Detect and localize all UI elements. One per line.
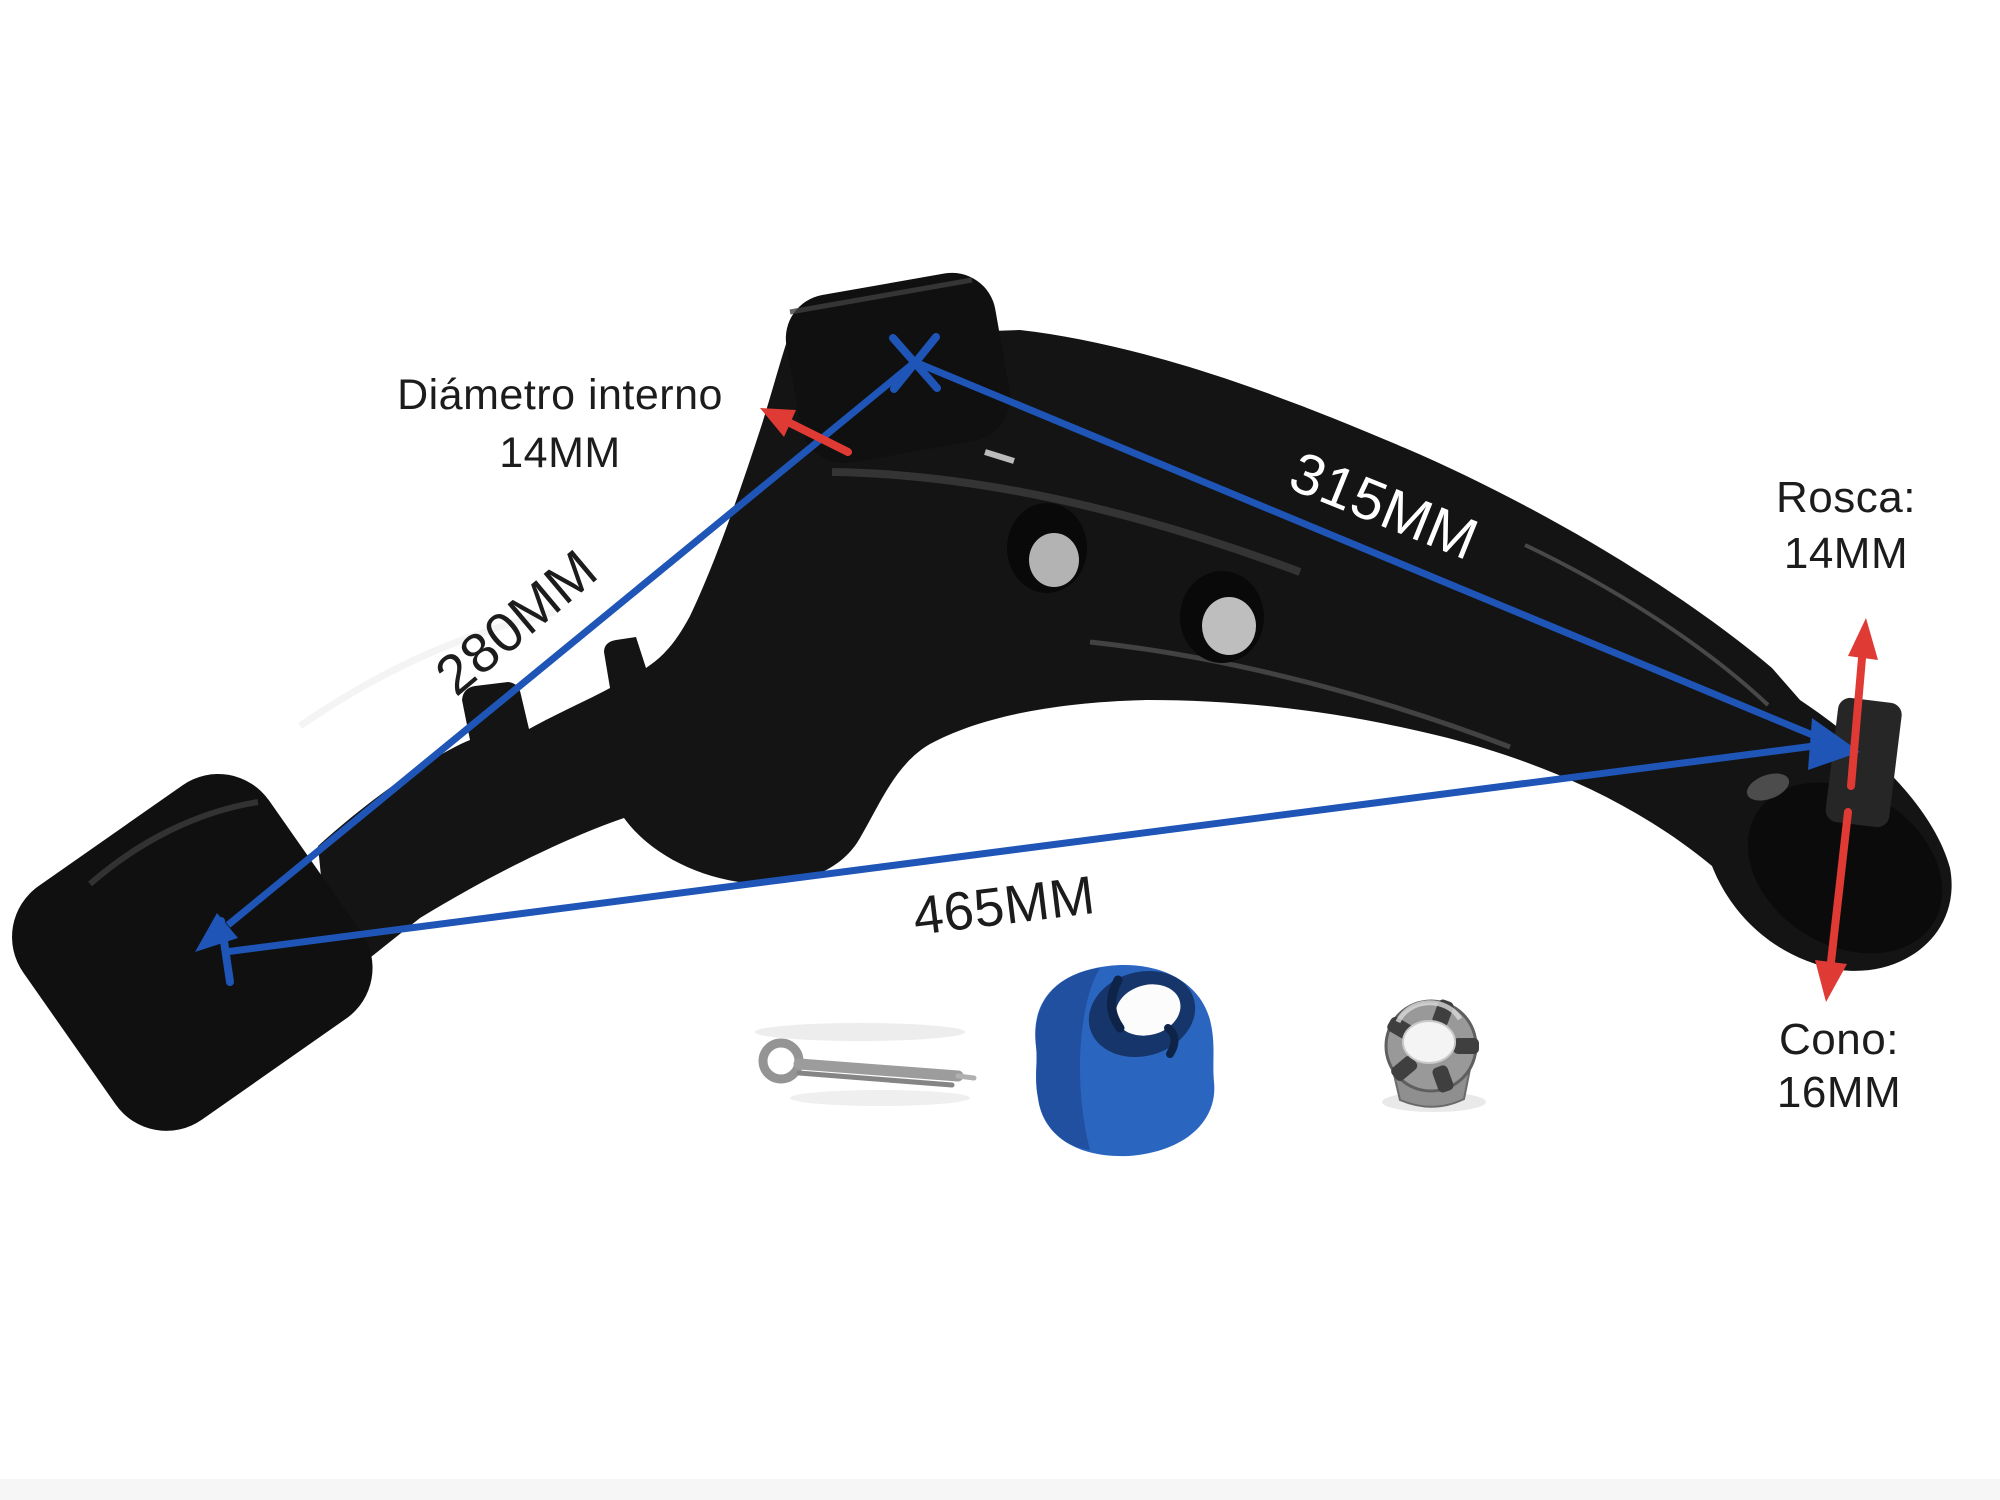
cotter-pin-tip: [955, 1073, 977, 1081]
dust-boot-shade: [1035, 968, 1100, 1150]
dimension-arrowhead-280: [195, 913, 238, 952]
castle-nut-illustration: [1382, 999, 1486, 1112]
dust-boot-slit: [1107, 975, 1125, 1033]
cotter-pin-shadow: [755, 1023, 965, 1041]
bolt-hole-center: [1202, 597, 1256, 655]
inner-diameter-label-line2: 14MM: [499, 429, 621, 477]
dimension-line-465: [224, 742, 1815, 956]
arm-glint-shaft: [298, 608, 556, 729]
cone-label: Cono: 16MM: [1777, 1013, 1901, 1119]
cotter-pin-illustration: [755, 1023, 977, 1106]
castle-nut-hole: [1402, 1020, 1456, 1064]
cone-arrowhead: [1815, 960, 1847, 1002]
dust-boot-opening-hole: [1115, 984, 1181, 1036]
arm-glint-bottom: [1089, 639, 1511, 750]
front-bushing-highlight: [789, 277, 973, 315]
arm-ridge-line: [831, 468, 1302, 576]
cotter-pin-shaft-lower: [796, 1070, 955, 1088]
thread-label: Rosca: 14MM: [1776, 470, 1916, 582]
thread-label-line1: Rosca:: [1776, 473, 1916, 522]
cotter-pin-shaft: [793, 1058, 964, 1082]
cone-label-line2: 16MM: [1776, 1068, 1902, 1117]
thread-arrow-line: [1847, 654, 1866, 790]
control-arm-illustration: [12, 272, 1952, 1131]
inner-diameter-label-line1: Diámetro interno: [397, 371, 723, 419]
cone-label-line1: Cono:: [1779, 1015, 1899, 1064]
dust-boot-slit: [1164, 1024, 1179, 1058]
thread-label-line2: 14MM: [1783, 529, 1909, 578]
dimension-arrowhead-right-vertex: [1808, 718, 1860, 770]
cotter-pin-eye: [758, 1038, 804, 1084]
dimension-line-280: [225, 359, 918, 928]
arm-bolt-holes: [1007, 503, 1264, 663]
arm-glint-dash: [984, 449, 1015, 464]
inner-diameter-arrowhead: [760, 408, 796, 437]
cone-arrow-line: [1827, 808, 1852, 966]
rear-bushing: [12, 773, 373, 1131]
inner-diameter-arrow-line: [784, 418, 852, 456]
control-arm-body: [318, 330, 1952, 988]
bottom-edge-strip: [0, 1479, 2000, 1500]
thread-arrowhead: [1848, 618, 1878, 660]
arm-glint-topright: [1524, 543, 1770, 707]
inner-diameter-label: Diámetro interno 14MM: [397, 366, 723, 482]
pointer-arrows: [760, 408, 1878, 1002]
dimension-line-315: [913, 358, 1817, 740]
dimension-end-tick-465: [217, 917, 234, 986]
front-bushing: [785, 272, 1011, 464]
dust-boot-illustration: [1035, 965, 1215, 1157]
rear-bushing-highlight: [88, 799, 259, 887]
ball-joint-stud: [1825, 697, 1902, 828]
housing-glint: [1746, 773, 1790, 801]
bolt-hole-center: [1029, 533, 1079, 587]
dimension-cross-tick-top-vertex: [889, 333, 941, 393]
dimension-lines: [195, 333, 1860, 986]
castle-nut-glint: [1395, 1000, 1463, 1024]
cotter-pin-shadow: [790, 1090, 970, 1106]
